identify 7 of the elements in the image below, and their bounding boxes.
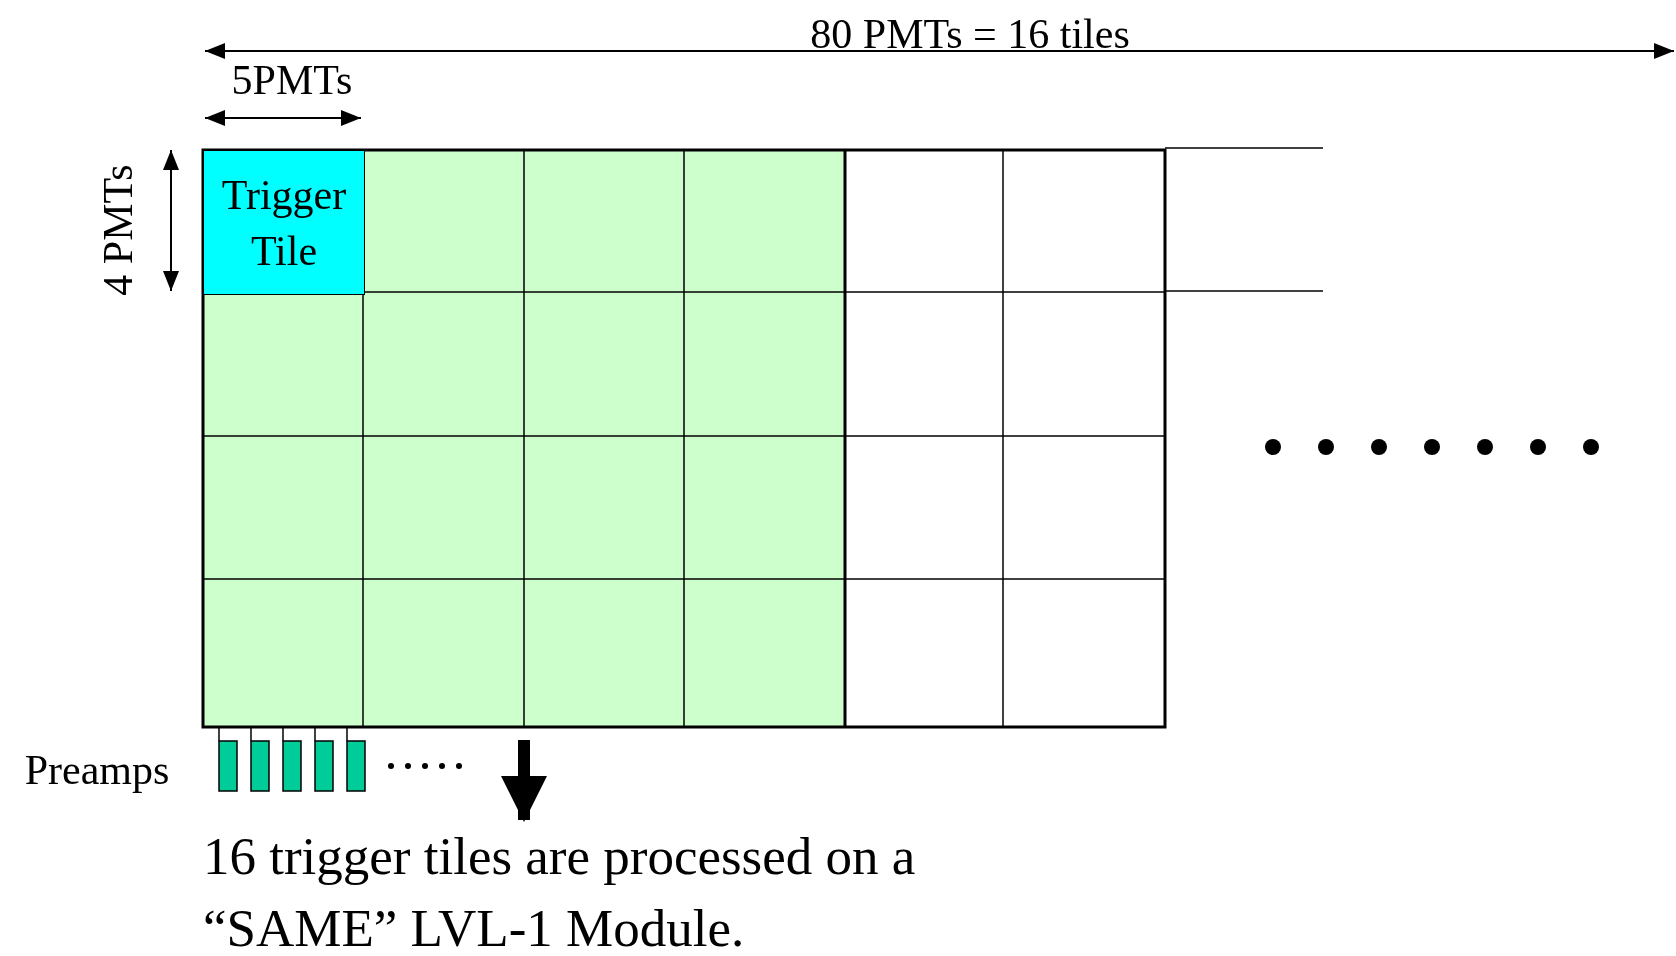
arrow <box>501 740 547 822</box>
dimension-label: 80 PMTs = 16 tiles <box>810 13 1130 55</box>
dimension-label: 5PMTs <box>231 59 353 101</box>
caption-text: 16 trigger tiles are processed on a “SAME” LVL-1 Module. <box>203 820 993 956</box>
dimension-label: 4 PMTs <box>97 164 139 296</box>
part-label: Preamps <box>24 749 170 791</box>
trigger-tile: Trigger Tile <box>203 150 365 295</box>
